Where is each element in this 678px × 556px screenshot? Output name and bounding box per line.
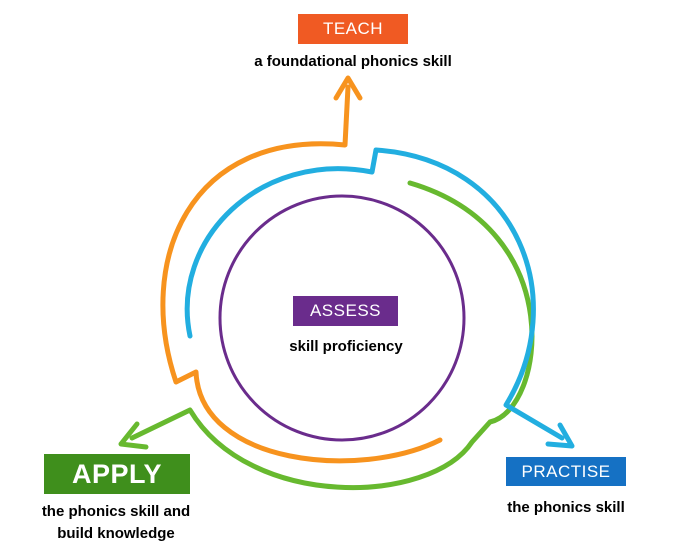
green-apply-arrow bbox=[118, 180, 535, 491]
orange-arrowhead bbox=[333, 75, 363, 101]
orange-teach-arrow bbox=[160, 75, 443, 464]
assess-badge: ASSESS bbox=[293, 296, 398, 326]
assess-caption: skill proficiency bbox=[289, 338, 403, 355]
practise-caption: the phonics skill bbox=[507, 499, 625, 516]
apply-caption-line-2: build knowledge bbox=[57, 525, 175, 542]
apply-badge: APPLY bbox=[44, 454, 190, 494]
teach-badge: TEACH bbox=[298, 14, 408, 44]
apply-caption: the phonics skill and build knowledge bbox=[6, 501, 226, 545]
green-arc bbox=[129, 180, 535, 491]
teach-caption: a foundational phonics skill bbox=[254, 53, 452, 70]
blue-practise-arrow bbox=[184, 147, 575, 449]
orange-arc bbox=[160, 84, 443, 464]
practise-badge: PRACTISE bbox=[506, 457, 626, 486]
blue-arrowhead bbox=[545, 422, 575, 449]
green-arrowhead bbox=[118, 421, 149, 450]
apply-caption-line-1: the phonics skill and bbox=[41, 503, 191, 520]
inner-assess-circle bbox=[218, 194, 466, 442]
blue-arc bbox=[184, 147, 565, 441]
